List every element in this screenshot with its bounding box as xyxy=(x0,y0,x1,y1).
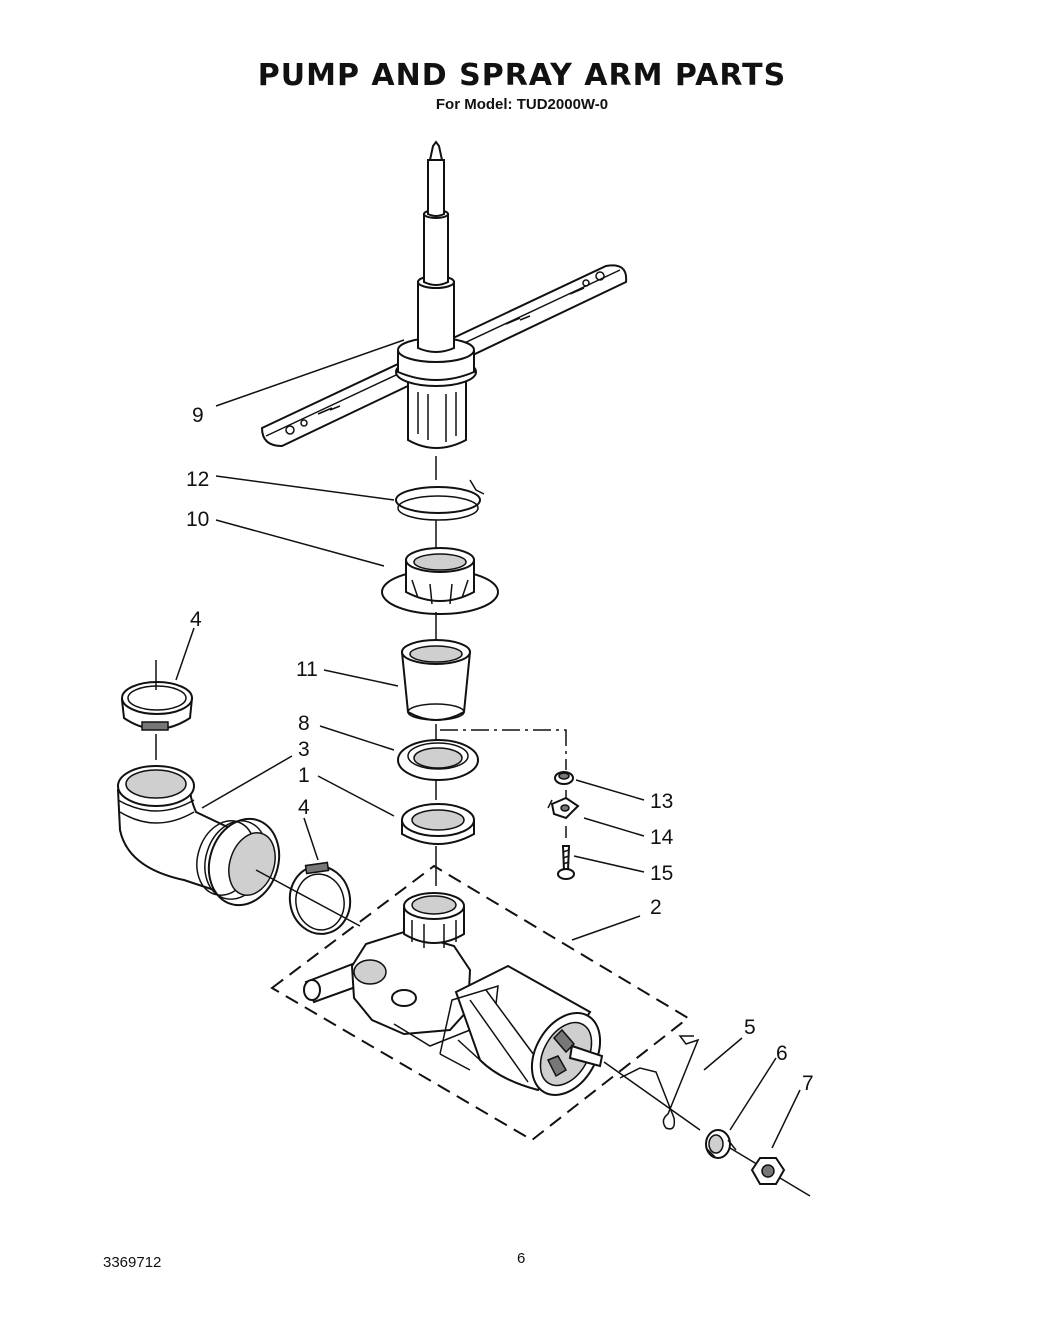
part-6-grommet xyxy=(705,1129,737,1159)
leader-lines xyxy=(175,339,801,1149)
part-11-cylinder xyxy=(400,639,472,721)
part-10-arm-support xyxy=(381,547,499,615)
callout-14: 14 xyxy=(650,826,674,849)
page-title: PUMP AND SPRAY ARM PARTS xyxy=(257,58,787,93)
part-9-spray-arm xyxy=(260,140,628,449)
part-14-clip xyxy=(547,796,580,820)
part-4-clamp-lower xyxy=(255,861,361,935)
callout-2: 2 xyxy=(650,896,662,919)
part-5-wire-clip xyxy=(619,1035,700,1130)
part-8-seal xyxy=(397,739,479,781)
model-subtitle: For Model: TUD2000W-0 xyxy=(435,96,609,113)
part-7-nut xyxy=(750,1157,786,1185)
callout-3: 3 xyxy=(298,738,310,761)
part-4-clamp-upper xyxy=(120,660,194,760)
callout-6: 6 xyxy=(776,1042,788,1065)
page-number: 6 xyxy=(517,1250,526,1267)
callout-9: 9 xyxy=(192,404,204,427)
part-13-nut xyxy=(554,771,574,785)
callout-5: 5 xyxy=(744,1016,756,1039)
callout-4-lower: 4 xyxy=(298,796,310,819)
callout-12: 12 xyxy=(186,468,209,491)
document-number: 3369712 xyxy=(103,1254,162,1271)
callout-11: 11 xyxy=(296,658,318,681)
part-12-retaining-ring xyxy=(395,479,485,521)
callout-4-upper: 4 xyxy=(190,608,202,631)
part-2-pump-motor-assembly xyxy=(270,864,690,1142)
callout-8: 8 xyxy=(298,712,310,735)
callout-15: 15 xyxy=(650,862,673,885)
callout-10: 10 xyxy=(186,508,209,531)
part-3-drain-hose xyxy=(116,765,281,907)
callout-1: 1 xyxy=(298,764,310,787)
callout-13: 13 xyxy=(650,790,673,813)
part-15-screw xyxy=(557,845,575,880)
part-1-collar xyxy=(401,803,475,845)
callout-7: 7 xyxy=(802,1072,814,1095)
